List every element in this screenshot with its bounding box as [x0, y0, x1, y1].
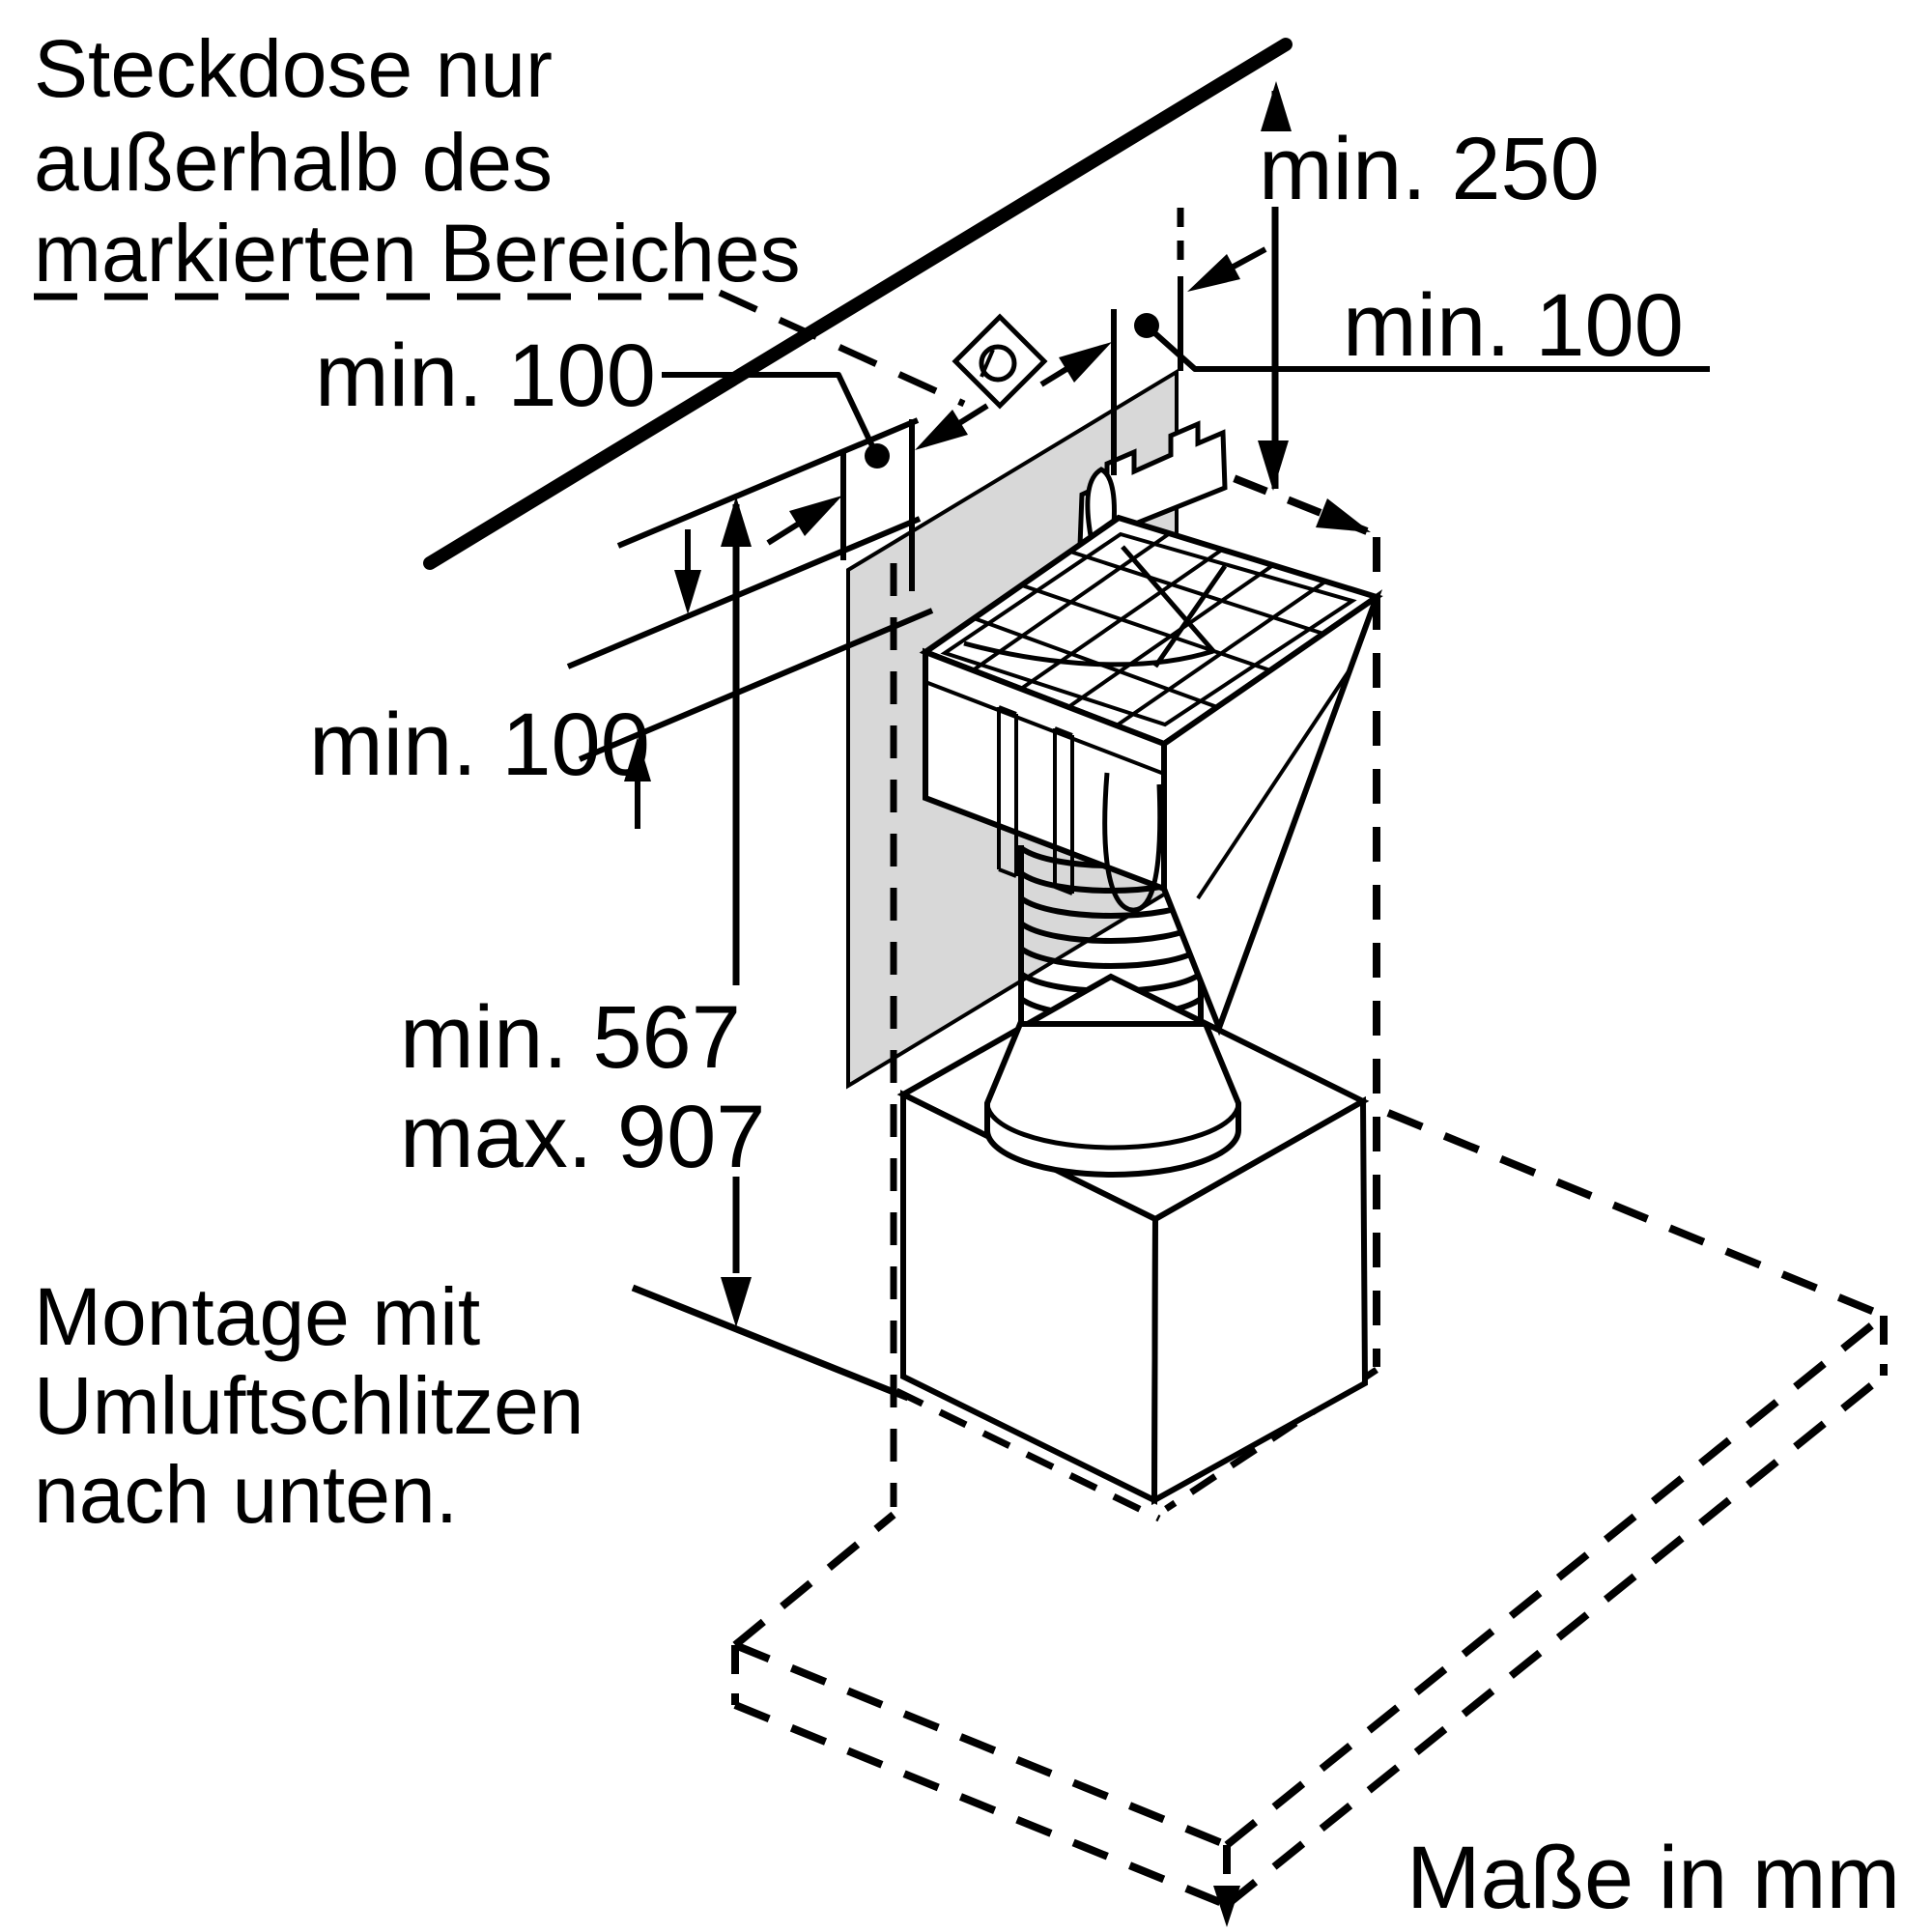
- dim-height-arrow-up: [721, 497, 752, 547]
- mounting-note-line-1: Montage mit: [34, 1271, 480, 1362]
- socket-note-line-2: außerhalb des: [34, 117, 553, 208]
- socket-outline: [952, 313, 1048, 410]
- dashed-box-bottom-edge: [1164, 1367, 1378, 1512]
- socket-note-line-1: Steckdose nur: [34, 23, 553, 114]
- recirculation-filter-module: [919, 420, 1383, 1037]
- extension-line-low: [578, 608, 934, 762]
- filter-frame: [940, 531, 1357, 727]
- socket-note-line-3: markierten Bereiches: [34, 208, 801, 298]
- dim-height-arrow-down: [721, 1277, 752, 1327]
- dim-250-label: min. 250: [1259, 120, 1600, 218]
- dim-a-leader-dot: [865, 443, 890, 469]
- marked-area-leader-dashed: [718, 289, 966, 408]
- duct-collar: [984, 1021, 1241, 1178]
- hood-top-reference-line: [631, 1284, 910, 1402]
- countertop-rear-right-edge: [1386, 1109, 1886, 1320]
- dim-c-arrow-up: [624, 737, 651, 781]
- dashed-box-bottom-left-edge: [895, 1387, 1161, 1522]
- duct-collar-rim: [984, 1102, 1241, 1151]
- power-socket-icon: [952, 313, 1048, 410]
- dim-100-upper-left-label: min. 100: [315, 327, 656, 425]
- countertop-front-right-edge: [1224, 1312, 1887, 1849]
- dashed-box-corner-arrow: [1316, 498, 1371, 532]
- countertop-outline: [731, 1109, 1888, 1927]
- dimension-hood-height: [631, 497, 910, 1402]
- dim-a-leader: [662, 372, 877, 452]
- filter-retaining-wire: [963, 545, 1228, 668]
- mounting-note-line-2: Umluftschlitzen: [34, 1360, 584, 1451]
- dimension-ceiling-clearance: [1258, 81, 1292, 491]
- dimension-socket-left-clearance: [662, 372, 989, 591]
- labels: Steckdose nur außerhalb des markierten B…: [34, 23, 1900, 1927]
- dim-b-arrow-right: [1187, 254, 1240, 292]
- countertop-bottom-edges: [733, 1372, 1887, 1909]
- chimney-right-face: [1151, 1095, 1369, 1506]
- module-handle-wire: [1102, 772, 1163, 913]
- dim-a-arrow-right: [915, 410, 968, 450]
- dimension-socket-side-clearance: [1039, 246, 1710, 475]
- dim-b-arrow-left: [1059, 342, 1112, 383]
- dim-100-lower-left-label: min. 100: [309, 696, 650, 794]
- ceiling-line: [423, 38, 1293, 570]
- duct-collar-body: [984, 1021, 1241, 1178]
- socket-circle: [979, 344, 1017, 383]
- module-front-groove: [924, 680, 1165, 776]
- module-strap-bars: [997, 705, 1074, 895]
- dim-250-arrow-down: [1258, 440, 1289, 491]
- dim-b-leader: [1148, 326, 1710, 372]
- dim-907-label: max. 907: [400, 1088, 765, 1186]
- module-duct-funnel: [1161, 589, 1383, 1037]
- countertop-corner-arrow: [1213, 1886, 1240, 1927]
- dim-567-label: min. 567: [400, 988, 741, 1087]
- mounting-note-line-3: nach unten.: [34, 1449, 458, 1540]
- socket-detail: [980, 349, 995, 378]
- dim-b-leader-dot: [1134, 313, 1159, 338]
- extension-line-top: [616, 417, 920, 549]
- units-note: Maße in mm: [1406, 1829, 1900, 1927]
- dim-250-arrow-up: [1261, 81, 1292, 131]
- dim-100-right-label: min. 100: [1343, 276, 1684, 375]
- dim-a-arrow-left: [789, 496, 842, 536]
- dim-c-arrow-down: [674, 570, 701, 614]
- dimension-panel-top-clearance: [566, 417, 934, 829]
- extension-line-mid: [566, 516, 922, 669]
- countertop-rear-left-edge: [732, 1511, 896, 1649]
- countertop-front-left-edge: [733, 1641, 1229, 1849]
- module-funnel-edge: [1196, 667, 1352, 900]
